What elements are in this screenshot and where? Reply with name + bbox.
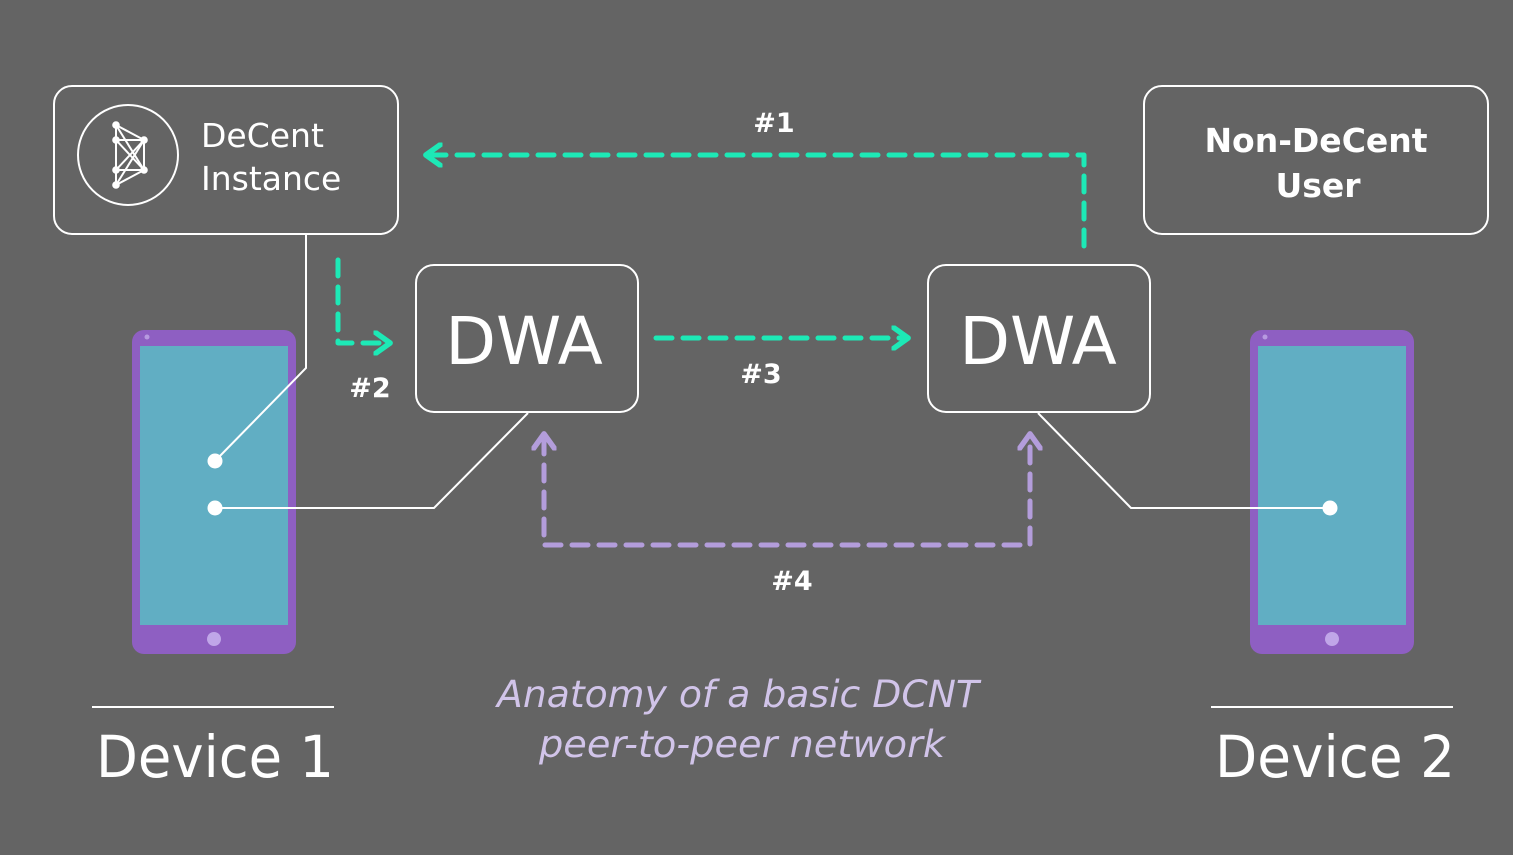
step3-label: #3 (740, 359, 781, 390)
network-logo-icon (77, 104, 179, 206)
connector-dwa-left-to-device1 (216, 412, 529, 509)
arrow-step4 (544, 438, 1030, 548)
caption-line2: peer-to-peer network (538, 723, 947, 766)
decent-instance-box: DeCent Instance (53, 85, 399, 235)
dwa-left-label: DWA (445, 303, 603, 380)
caption-line1: Anatomy of a basic DCNT (495, 673, 981, 716)
device2-phone (1250, 330, 1414, 654)
non-decent-user-box: Non-DeCent User (1143, 85, 1489, 235)
dwa-right-label: DWA (959, 303, 1117, 380)
step4-label: #4 (771, 566, 812, 597)
connector-decent-to-device1 (215, 234, 307, 461)
device1-dot-upper (207, 453, 223, 469)
arrow-step1 (430, 155, 1087, 249)
non-decent-user-subtitle: User (1275, 166, 1361, 205)
step2-label: #2 (349, 373, 390, 404)
device2-label: Device 2 (1215, 723, 1455, 791)
device1-dot-lower (207, 500, 223, 516)
connector-dwa-right-to-device2 (1037, 412, 1330, 509)
decent-instance-subtitle: Instance (201, 159, 341, 198)
step1-label: #1 (753, 108, 794, 139)
device1-phone (132, 330, 296, 654)
dwa-right-box: DWA (927, 264, 1151, 413)
non-decent-user-title: Non-DeCent (1204, 121, 1427, 160)
device1-label: Device 1 (96, 723, 334, 791)
connector-lines (215, 234, 1330, 509)
decent-instance-title: DeCent (201, 116, 324, 155)
device2-dot (1322, 500, 1338, 516)
arrow-step2 (335, 257, 386, 343)
dwa-left-box: DWA (415, 264, 639, 413)
